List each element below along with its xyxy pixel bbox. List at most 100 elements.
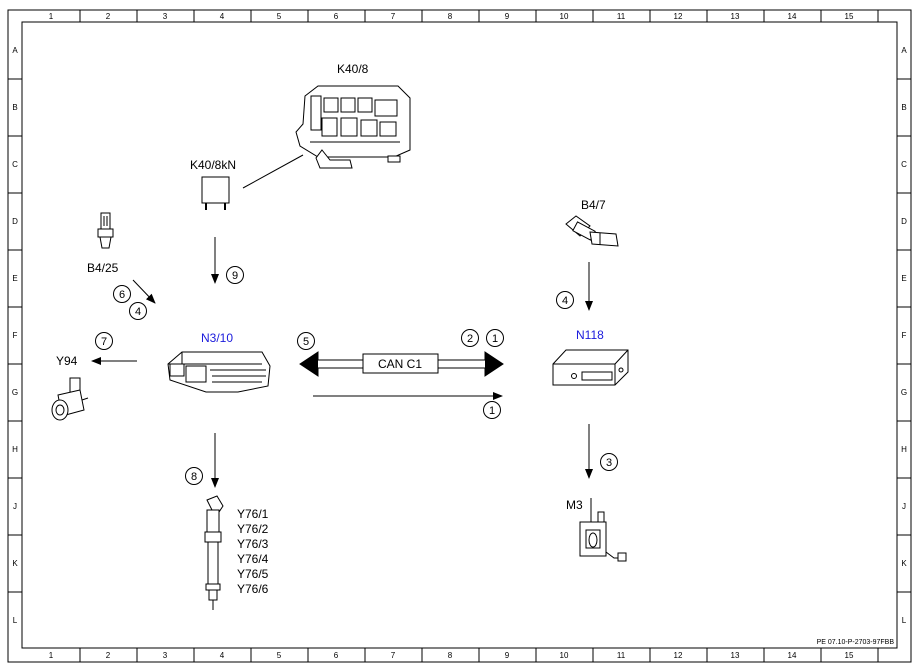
col-label: 6 xyxy=(334,651,339,660)
step-6-number: 6 xyxy=(119,289,125,301)
step-4b-circle xyxy=(556,291,574,309)
row-label: D xyxy=(12,217,18,226)
fuel-injector-icon xyxy=(204,495,224,610)
column-ticks xyxy=(79,10,879,662)
k40-link-line xyxy=(242,154,304,189)
m3-label: M3 xyxy=(566,498,583,512)
can-c1-label: CAN C1 xyxy=(378,357,422,371)
column-labels-bottom: 1 2 3 4 5 6 7 8 9 10 11 12 13 14 15 xyxy=(49,651,854,660)
temperature-sensor-icon xyxy=(565,215,619,247)
n3-10-label: N3/10 xyxy=(201,331,233,345)
col-label: 4 xyxy=(220,651,225,660)
y76-5-label: Y76/5 xyxy=(237,567,269,581)
n118-label: N118 xyxy=(576,328,604,342)
col-label: 7 xyxy=(391,651,396,660)
step-3-circle xyxy=(600,453,618,471)
col-label: 8 xyxy=(448,12,453,21)
document-reference: PE 07.10-P-2703-97FBB xyxy=(817,639,895,646)
step-1-circle-top xyxy=(486,329,504,347)
engine-control-unit-icon xyxy=(167,351,271,393)
row-label: J xyxy=(13,502,17,511)
row-label: H xyxy=(901,445,907,454)
col-label: 7 xyxy=(391,12,396,21)
row-label: G xyxy=(12,388,18,397)
row-label: E xyxy=(12,274,17,283)
outer-frame xyxy=(7,9,912,663)
relay-icon xyxy=(201,176,230,210)
y76-6-label: Y76/6 xyxy=(237,582,269,596)
row-label: E xyxy=(901,274,906,283)
col-label: 4 xyxy=(220,12,225,21)
col-label: 13 xyxy=(731,12,740,21)
row-label: B xyxy=(12,103,17,112)
y94-label: Y94 xyxy=(56,354,78,368)
col-label: 11 xyxy=(617,12,626,21)
arrow-6-4 xyxy=(132,279,156,304)
row-labels-left: A B C D E F G H J K L xyxy=(12,46,18,625)
row-label: K xyxy=(12,559,18,568)
row-label: F xyxy=(902,331,907,340)
can-c1-bus: CAN C1 xyxy=(299,351,504,377)
y76-1-label: Y76/1 xyxy=(237,507,269,521)
fuel-pump-icon xyxy=(579,498,627,562)
k40-8kn-label: K40/8kN xyxy=(190,158,236,172)
step-6-circle xyxy=(113,285,131,303)
step-8-circle xyxy=(185,467,203,485)
b4-7-label: B4/7 xyxy=(581,198,606,212)
col-label: 15 xyxy=(845,12,854,21)
row-label: A xyxy=(12,46,18,55)
col-label: 14 xyxy=(788,12,797,21)
row-label: C xyxy=(12,160,18,169)
step-5-circle xyxy=(297,332,315,350)
y76-4-label: Y76/4 xyxy=(237,552,269,566)
quantity-control-valve-icon xyxy=(51,377,89,421)
step-4-number: 4 xyxy=(135,306,141,318)
step-5-number: 5 xyxy=(303,336,309,348)
row-label: G xyxy=(901,388,907,397)
col-label: 1 xyxy=(49,651,54,660)
column-labels-top: 1 2 3 4 5 6 7 8 9 10 11 12 13 14 15 xyxy=(49,12,854,21)
row-label: J xyxy=(902,502,906,511)
row-label: D xyxy=(901,217,907,226)
col-label: 6 xyxy=(334,12,339,21)
col-label: 2 xyxy=(106,12,111,21)
row-label: F xyxy=(13,331,18,340)
col-label: 10 xyxy=(560,12,569,21)
col-label: 12 xyxy=(674,12,683,21)
step-2-number: 2 xyxy=(467,333,473,345)
col-label: 14 xyxy=(788,651,797,660)
col-label: 3 xyxy=(163,12,168,21)
step-2-circle xyxy=(461,329,479,347)
col-label: 8 xyxy=(448,651,453,660)
row-label: A xyxy=(901,46,907,55)
step-4-circle xyxy=(129,302,147,320)
step-7-number: 7 xyxy=(101,336,107,348)
col-label: 5 xyxy=(277,12,282,21)
col-label: 15 xyxy=(845,651,854,660)
step-9-circle xyxy=(226,266,244,284)
col-label: 11 xyxy=(617,651,626,660)
col-label: 12 xyxy=(674,651,683,660)
row-label: H xyxy=(12,445,18,454)
inner-frame xyxy=(21,21,898,649)
step-7-circle xyxy=(95,332,113,350)
step-1-number-bottom: 1 xyxy=(489,405,495,417)
pressure-sensor-icon xyxy=(97,212,114,249)
row-labels-right: A B C D E F G H J K L xyxy=(901,46,907,625)
col-label: 13 xyxy=(731,651,740,660)
fuel-pump-control-unit-icon xyxy=(552,349,629,386)
injector-labels: Y76/1 Y76/2 Y76/3 Y76/4 Y76/5 Y76/6 xyxy=(237,507,269,596)
row-label: L xyxy=(902,616,907,625)
y76-3-label: Y76/3 xyxy=(237,537,269,551)
b4-25-label: B4/25 xyxy=(87,261,119,275)
row-label: K xyxy=(901,559,907,568)
step-9-number: 9 xyxy=(232,270,238,282)
col-label: 9 xyxy=(505,12,510,21)
step-1-number-top: 1 xyxy=(492,333,498,345)
fuse-relay-box-icon xyxy=(295,85,411,169)
row-ticks xyxy=(8,78,911,593)
row-label: L xyxy=(13,616,18,625)
col-label: 2 xyxy=(106,651,111,660)
